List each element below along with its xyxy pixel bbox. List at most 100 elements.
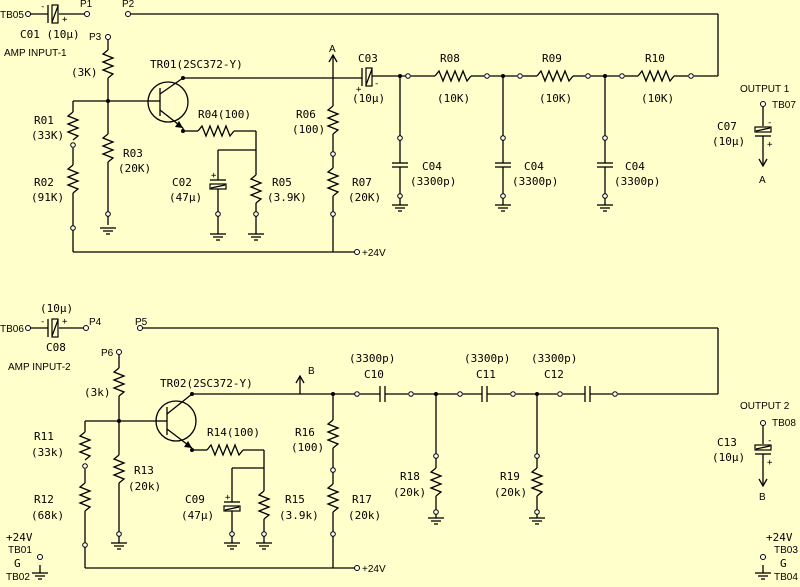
c08-value: (10μ) <box>40 302 73 315</box>
output-b-label: B <box>759 492 766 503</box>
r19-value: (20k) <box>494 486 527 499</box>
tb06-label: TB06 <box>0 324 24 335</box>
svg-text:-: - <box>767 436 772 446</box>
r03-value: (20K) <box>118 162 151 175</box>
plus24v-bottom-label: +24V <box>362 564 386 575</box>
r19-label: R19 <box>500 470 520 483</box>
tb01-label: TB01 <box>8 545 32 556</box>
svg-text:-: - <box>767 118 772 128</box>
r07-label: R07 <box>352 176 372 189</box>
p2-label: P2 <box>122 0 135 10</box>
svg-text:-: - <box>374 79 379 89</box>
top-labels: TB05 P1 P2 C01 (10μ) AMP INPUT-1 P3 (3K)… <box>0 0 796 259</box>
amp-input-1-label: AMP INPUT-1 <box>4 48 67 59</box>
svg-text:+: + <box>211 171 217 181</box>
r14-label: R14(100) <box>207 426 260 439</box>
r08-value: (10K) <box>437 92 470 105</box>
point-b-label: B <box>308 366 315 377</box>
point-a-label: A <box>329 44 336 55</box>
c04-label-1: C04 <box>422 160 442 173</box>
c13-value: (10μ) <box>712 451 745 464</box>
tb03-label: TB03 <box>774 545 798 556</box>
c11-label: C11 <box>476 368 496 381</box>
c01-capacitor: -+ <box>40 2 68 25</box>
p6-label: P6 <box>101 348 114 359</box>
c10-value: (3300p) <box>349 352 395 365</box>
c04-capacitor-3 <box>597 76 613 212</box>
r01-label: R01 <box>34 114 54 127</box>
g-left-label: G <box>14 557 21 570</box>
r11-value: (33k) <box>31 446 64 459</box>
r11-label: R11 <box>34 430 54 443</box>
p2-terminal <box>125 11 131 17</box>
r17-value: (20k) <box>348 509 381 522</box>
tb06-terminal <box>25 325 31 331</box>
g-right-label: G <box>780 557 787 570</box>
c08-label: C08 <box>46 341 66 354</box>
c07-value: (10μ) <box>712 135 745 148</box>
p3-terminal <box>105 34 111 40</box>
r-3k-value: (3K) <box>71 66 98 79</box>
r09-value: (10K) <box>539 92 572 105</box>
output-1-label: OUTPUT 1 <box>740 84 790 95</box>
output-2-label: OUTPUT 2 <box>740 401 790 412</box>
r-3k-value-2: (3k) <box>84 386 111 399</box>
c11-value: (3300p) <box>464 352 510 365</box>
p5-label: P5 <box>135 317 148 328</box>
p6-terminal <box>116 349 122 355</box>
r10-value: (10K) <box>641 92 674 105</box>
amp-input-2-label: AMP INPUT-2 <box>8 362 71 373</box>
p3-label: P3 <box>89 32 102 43</box>
c09-label: C09 <box>185 493 205 506</box>
c04-capacitor-1 <box>392 76 408 212</box>
c04-value-3: (3300p) <box>614 175 660 188</box>
c04-value-2: (3300p) <box>512 175 558 188</box>
c04-label-3: C04 <box>625 160 645 173</box>
r18-value: (20k) <box>393 486 426 499</box>
output-a-label: A <box>759 175 766 186</box>
r12-label: R12 <box>34 493 54 506</box>
r16-value: (100) <box>291 441 324 454</box>
p4-terminal <box>83 325 89 331</box>
c03-label: C03 <box>358 52 378 65</box>
c02-label: C02 <box>172 176 192 189</box>
r06-value: (100) <box>292 123 325 136</box>
c04-label-2: C04 <box>524 160 544 173</box>
c03-value: (10μ) <box>352 92 385 105</box>
r17-label: R17 <box>352 493 372 506</box>
r05-label: R05 <box>272 176 292 189</box>
svg-text:-: - <box>40 317 45 327</box>
tb05-terminal <box>25 11 31 17</box>
c12-value: (3300p) <box>531 352 577 365</box>
tr02-transistor <box>155 400 197 442</box>
svg-text:+: + <box>767 458 773 468</box>
svg-text:+: + <box>356 85 362 95</box>
r13-label: R13 <box>134 464 154 477</box>
c09-value: (47μ) <box>181 509 214 522</box>
p5-terminal <box>137 325 143 331</box>
p1-terminal <box>84 11 90 17</box>
p4-label: P4 <box>89 317 102 328</box>
c12-label: C12 <box>544 368 564 381</box>
c08-capacitor: -+ <box>40 317 68 338</box>
r09-label: R09 <box>542 52 562 65</box>
plus24v-right-label: +24V <box>766 531 793 544</box>
tb02-label: TB02 <box>6 572 30 583</box>
plus24v-left-label: +24V <box>6 531 33 544</box>
tr02-label: TR02(2SC372-Y) <box>160 377 253 390</box>
c01-label: C01 (10μ) <box>20 28 80 41</box>
r08-label: R08 <box>440 52 460 65</box>
svg-text:-: - <box>40 2 45 12</box>
r03-label: R03 <box>123 147 143 160</box>
c04-value-1: (3300p) <box>410 175 456 188</box>
r15-label: R15 <box>285 493 305 506</box>
tb07-label: TB07 <box>772 100 796 111</box>
r02-value: (91K) <box>31 191 64 204</box>
c02-value: (47μ) <box>169 191 202 204</box>
svg-text:+: + <box>62 317 68 327</box>
svg-text:+: + <box>62 15 68 25</box>
tb04-label: TB04 <box>774 572 798 583</box>
r12-value: (68k) <box>31 509 64 522</box>
